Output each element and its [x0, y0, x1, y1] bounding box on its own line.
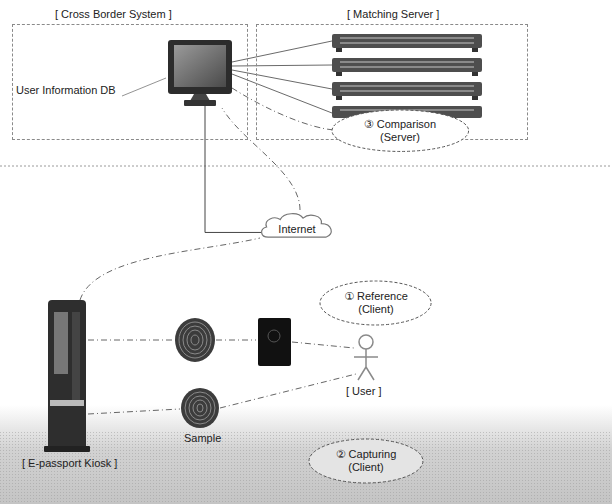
monitor-icon [168, 40, 232, 106]
user-icon [354, 335, 378, 380]
network-cloud: Internet [259, 210, 335, 244]
passport-icon [258, 318, 291, 366]
fingerprint-icon [175, 318, 215, 362]
leader-line [122, 78, 166, 96]
step-callout: ② Capturing (Client) [308, 438, 424, 484]
system-region: [ Cross Border System ] [12, 24, 248, 140]
data-flow-lines [80, 88, 356, 414]
network-label: Internet [278, 223, 315, 236]
db-label: User Information DB [16, 84, 116, 97]
server-rack-icons [232, 34, 482, 118]
user-label: [ User ] [346, 385, 381, 398]
callout-text: ③ Comparison (Server) [354, 118, 446, 144]
callout-text: ① Reference (Client) [339, 290, 413, 316]
region-heading: [ Matching Server ] [347, 8, 439, 21]
step-callout: ① Reference (Client) [319, 280, 432, 326]
region-heading: [ Cross Border System ] [55, 8, 172, 21]
kiosk-icon [44, 300, 90, 452]
callout-text: ② Capturing (Client) [328, 448, 404, 474]
step-callout: ③ Comparison (Server) [331, 109, 470, 152]
network-link [205, 140, 262, 232]
wire [205, 106, 206, 140]
fingerprint-icon [181, 388, 219, 428]
device-label: [ E-passport Kiosk ] [22, 457, 117, 470]
floor-shading [0, 405, 612, 504]
zone-divider [0, 166, 612, 167]
sample-label: Sample [184, 432, 221, 445]
